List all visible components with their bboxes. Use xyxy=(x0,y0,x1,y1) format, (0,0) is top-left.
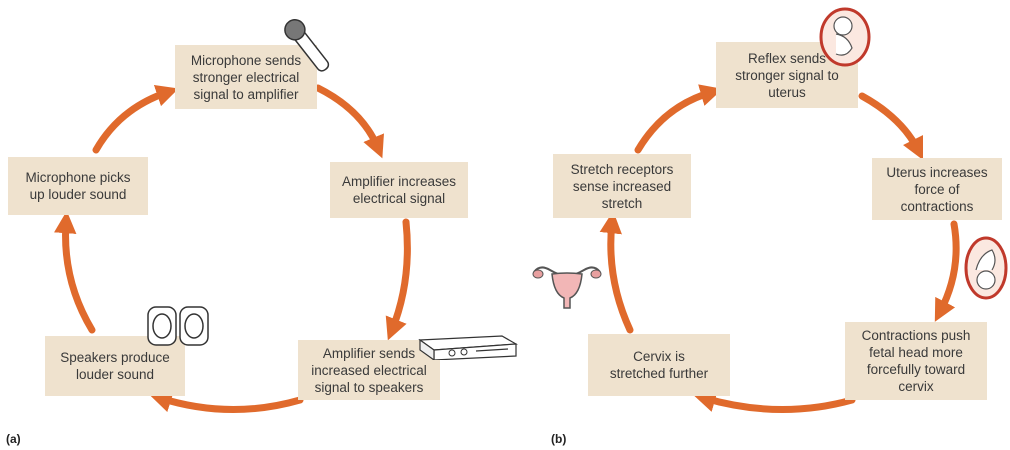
amplifier-icon xyxy=(418,335,518,360)
arrow-b-5 xyxy=(634,84,723,154)
panel-label-b: (b) xyxy=(551,432,567,446)
box-stretch: Stretch receptors sense increased stretc… xyxy=(553,154,691,218)
box-uterus: Uterus increases force of contractions xyxy=(872,158,1002,220)
microphone-icon xyxy=(284,19,330,72)
uterus-icon xyxy=(532,266,602,309)
arrow-b-2 xyxy=(934,220,960,322)
box-amp-sends: Amplifier sends increased electrical sig… xyxy=(298,340,440,400)
arrow-b-1 xyxy=(858,92,924,161)
arrow-a-1 xyxy=(314,84,384,159)
arrow-a-3 xyxy=(149,390,304,414)
box-cervix: Cervix is stretched further xyxy=(588,334,730,396)
arrow-a-5 xyxy=(92,84,179,154)
arrow-a-4 xyxy=(54,210,96,334)
arrow-b-4 xyxy=(599,210,634,334)
box-speakers: Speakers produce louder sound xyxy=(45,336,185,396)
panel-label-a: (a) xyxy=(6,432,21,446)
box-mic-sends: Microphone sends stronger electrical sig… xyxy=(175,45,317,109)
arrow-b-3 xyxy=(693,390,856,414)
fetus-icon-2 xyxy=(964,236,1008,300)
arrow-a-2 xyxy=(385,218,411,341)
box-contractions: Contractions push fetal head more forcef… xyxy=(845,322,987,400)
fetus-icon xyxy=(819,7,871,67)
box-amp-increases: Amplifier increases electrical signal xyxy=(330,162,468,218)
box-reflex: Reflex sends stronger signal to uterus xyxy=(716,42,858,108)
speakers-icon xyxy=(147,306,209,346)
box-mic-picks: Microphone picks up louder sound xyxy=(8,157,148,215)
